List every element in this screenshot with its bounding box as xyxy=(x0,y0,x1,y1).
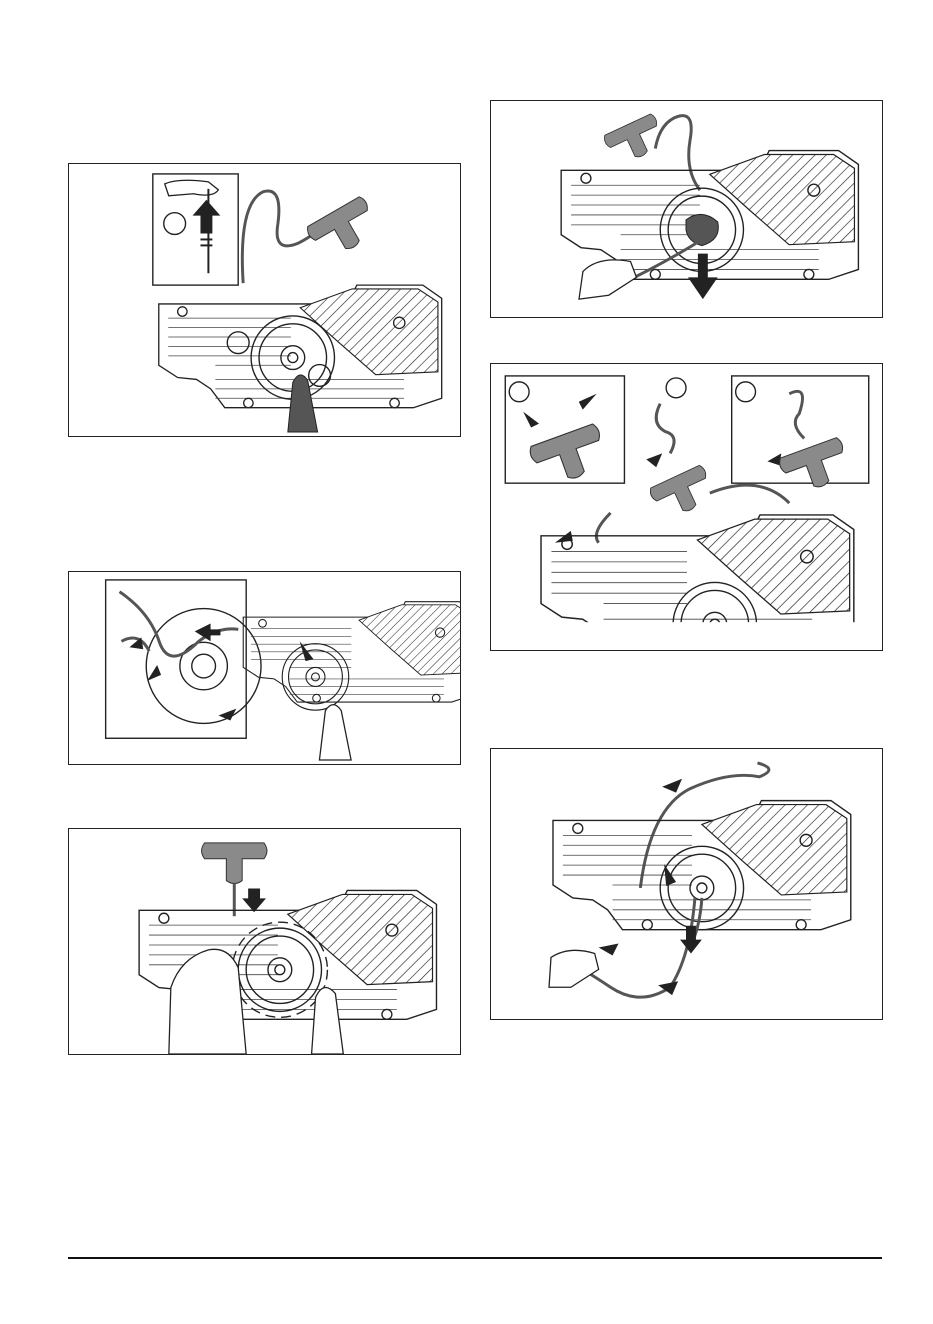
illustration-handle-knot xyxy=(491,364,882,650)
down-arrow-icon xyxy=(242,888,266,912)
figure-handle-knot xyxy=(490,363,883,651)
figure-rope-winding xyxy=(68,571,461,765)
illustration-starter-pawl-removal xyxy=(69,164,460,436)
illustration-rope-routing xyxy=(491,749,882,1019)
figure-rope-pull-out xyxy=(490,100,883,318)
figure-rope-routing xyxy=(490,748,883,1020)
down-arrow-icon xyxy=(688,254,718,300)
illustration-rope-winding xyxy=(69,572,460,764)
figure-pulley-tension xyxy=(68,828,461,1055)
illustration-rope-pull-out xyxy=(491,101,882,317)
figure-starter-pawl-removal xyxy=(68,163,461,437)
illustration-pulley-tension xyxy=(69,829,460,1054)
footer-rule xyxy=(68,1257,882,1259)
